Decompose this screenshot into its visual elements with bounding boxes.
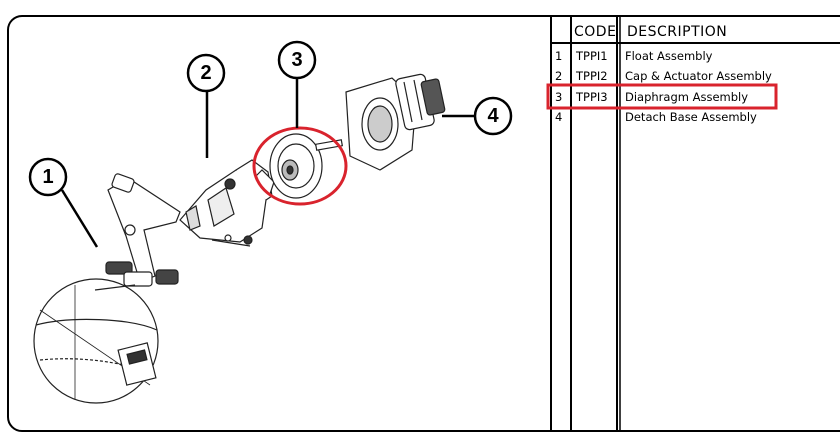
row-2-number: 2 — [555, 69, 563, 83]
row-4-number: 4 — [555, 110, 563, 124]
diagram-frame — [7, 15, 840, 432]
callout-2-number: 2 — [200, 62, 212, 84]
row-4-description: Detach Base Assembly — [625, 110, 757, 124]
diaphragm-highlight-circle — [252, 126, 348, 206]
callout-2 — [186, 53, 226, 158]
callout-4-number: 4 — [487, 105, 499, 127]
row-3-highlight — [546, 83, 778, 110]
callout-3 — [277, 40, 317, 128]
row-1-number: 1 — [555, 49, 563, 63]
row-3-number: 3 — [555, 90, 563, 104]
row-3-description: Diaphragm Assembly — [625, 90, 749, 104]
row-2-description: Cap & Actuator Assembly — [625, 69, 772, 83]
callout-3-number: 3 — [291, 49, 303, 71]
cap-actuator-drawing — [179, 159, 275, 247]
row-2-code: TPPI2 — [576, 69, 608, 83]
row-3-code: TPPI3 — [576, 90, 608, 104]
table-header-description: DESCRIPTION — [627, 24, 728, 40]
callout-4 — [442, 96, 513, 136]
diaphragm-drawing — [269, 133, 344, 199]
float-assembly-drawing — [33, 173, 181, 404]
row-1-code: TPPI1 — [576, 49, 608, 63]
table-header-code: CODE — [574, 24, 617, 40]
callout-1 — [28, 157, 99, 248]
detach-base-drawing — [345, 73, 446, 171]
row-1-description: Float Assembly — [625, 49, 713, 63]
callout-1-number: 1 — [42, 166, 54, 188]
